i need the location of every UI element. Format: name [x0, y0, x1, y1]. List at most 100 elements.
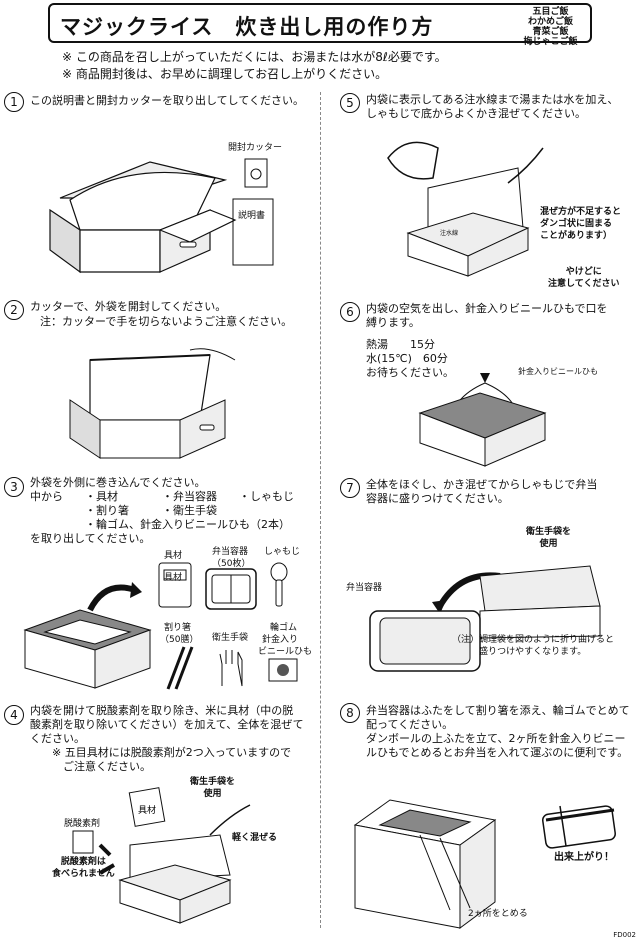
- step-8-line-2: 配ってください。: [366, 718, 454, 731]
- step-5-line-2: しゃもじで底からよくかき混ぜてください。: [366, 107, 586, 120]
- variant-list: 五目ご飯 わかめご飯 青菜ご飯 梅じゃこご飯: [512, 7, 589, 47]
- step-number-5: 5: [340, 93, 360, 113]
- chopsticks-count: （50膳）: [160, 635, 199, 645]
- step-3-line-1: 外袋を外側に巻き込んでください。: [30, 476, 206, 489]
- time-cold-water: 水(15℃) 60分: [366, 352, 448, 365]
- step-8-line-1: 弁当容器はふたをして割り箸を添え、輪ゴムでとめて: [366, 704, 630, 717]
- step-6-line-2: 縛ります。: [366, 316, 420, 329]
- rubber-icon: [268, 658, 298, 682]
- water-line-label: 注水線: [440, 230, 459, 237]
- step-8-line-3: ダンボールの上ふたを立て、2ヶ所を針金入りビニー: [366, 732, 626, 745]
- step-5-line-1: 内袋に表示してある注水線まで湯または水を加え、: [366, 93, 619, 106]
- gloves-icon: [219, 650, 243, 687]
- rubber-label: 輪ゴム: [270, 623, 298, 633]
- burn-warning: やけどに 注意してください: [548, 266, 619, 290]
- glove-note-line: 衛生手袋を: [190, 777, 236, 787]
- box-illustration-1: [49, 161, 237, 274]
- not-edible-line: 食べられません: [52, 869, 115, 879]
- cutter-label: 開封カッター: [228, 143, 283, 153]
- step-number-1: 1: [4, 92, 24, 112]
- box-illustration-3: [23, 582, 152, 689]
- ingredients-pack-label: 具材: [164, 573, 183, 583]
- box-illustration-6: [418, 373, 547, 467]
- step-7-line-2: 容器に盛りつけてください。: [366, 492, 509, 505]
- step-7-note-2: 盛りつけやすくなります。: [452, 647, 587, 657]
- spatula-label: しゃもじ: [264, 547, 301, 557]
- step-4-glove-note: 衛生手袋を 使用: [190, 776, 235, 800]
- step-number-2: 2: [4, 300, 24, 320]
- step-number-3: 3: [4, 477, 24, 497]
- wait-notice: お待ちください。: [366, 366, 454, 379]
- mixing-warning-line: 混ぜ方が不足すると: [540, 207, 622, 217]
- box-illustration-2: [69, 348, 236, 459]
- step-7-note-1: （注）調理袋を図のように折り曲げると: [452, 635, 615, 645]
- two-spots-label: 2ヵ所をとめる: [468, 909, 528, 919]
- time-hot-water: 熱湯 15分: [366, 338, 435, 351]
- not-edible-line: 脱酸素剤は: [60, 857, 106, 867]
- variant-item: 梅じゃこご飯: [523, 37, 578, 47]
- step-2-note: 注：カッターで手を切らないようご注意ください。: [40, 315, 293, 328]
- step-3-line-5: を取り出してください。: [30, 532, 151, 545]
- step-7-glove-note: 衛生手袋を 使用: [526, 526, 571, 550]
- step-1-text: この説明書と開封カッターを取り出してしてください。: [30, 94, 305, 107]
- step-4-line-1: 内袋を開けて脱酸素剤を取り除き、米に具材（中の脱: [30, 704, 294, 717]
- page-title: マジックライス 炊き出し用の作り方: [60, 15, 434, 39]
- finished-bento: [542, 805, 616, 849]
- mix-lightly-label: 軽く混ぜる: [232, 833, 278, 843]
- title-box: マジックライス 炊き出し用の作り方 五目ご飯 わかめご飯 青菜ご飯 梅じゃこご飯: [48, 3, 592, 47]
- manual-label: 説明書: [238, 211, 266, 221]
- chopsticks-icon: [166, 646, 194, 690]
- step-4-line-5: ご注意ください。: [30, 760, 151, 773]
- ingredients-pack-text: 具材: [138, 804, 156, 816]
- step-3-line-4: ・輪ゴム、針金入りビニールひも（2本）: [30, 518, 290, 531]
- step-number-8: 8: [340, 703, 360, 723]
- oxygen-absorber: [72, 830, 94, 854]
- step-number-4: 4: [4, 705, 24, 725]
- box-illustration-8: [353, 799, 497, 929]
- wire-label: 針金入り: [262, 635, 299, 645]
- box-illustration-4: 具材: [98, 787, 251, 924]
- variant-item: 五目ご飯: [532, 7, 569, 17]
- container-label-7: 弁当容器: [346, 583, 383, 593]
- step-number-7: 7: [340, 478, 360, 498]
- container-icon: [205, 568, 257, 610]
- cutter-icon: [244, 158, 268, 188]
- step-7-line-1: 全体をほぐし、かき混ぜてからしゃもじで弁当: [366, 478, 598, 491]
- ingredients-pack: [158, 562, 192, 608]
- glove-note-line: 使用: [539, 539, 558, 549]
- finished-label: 出来上がり！: [554, 852, 614, 863]
- step-3-line-3: ・割り箸 ・衛生手袋: [30, 504, 217, 517]
- ingredients-label: 具材: [164, 551, 183, 561]
- spatula-icon: [270, 562, 288, 607]
- wire-tie-label: 針金入りビニールひも: [518, 367, 598, 376]
- variant-item: 青菜ご飯: [532, 27, 569, 37]
- variant-item: わかめご飯: [527, 17, 573, 27]
- container-count: （50枚）: [212, 559, 251, 569]
- step-4-line-3: ください。: [30, 732, 85, 745]
- notice-eat-soon: ※ 商品開封後は、お早めに調理してお召し上がりください。: [62, 67, 388, 81]
- step-4-line-2: 酸素剤を取り除いてください）を加えて、全体を混ぜて: [30, 718, 304, 731]
- box-illustration-7: [369, 565, 601, 672]
- footer-code: FD002: [613, 931, 636, 939]
- step-8-line-4: ルひもでとめるとお弁当を入れて運ぶのに便利です。: [366, 746, 629, 759]
- step-3-line-2: 中から ・具材 ・弁当容器 ・しゃもじ: [30, 490, 294, 503]
- chopsticks-label: 割り箸: [164, 623, 192, 633]
- glove-note-line: 使用: [203, 789, 222, 799]
- glove-note-line: 衛生手袋を: [526, 527, 572, 537]
- manual-sheet: [232, 198, 274, 266]
- column-divider: [320, 92, 321, 928]
- mixing-warning: 混ぜ方が不足すると ダンゴ状に固まる ことがあります）: [540, 206, 621, 242]
- container-label: 弁当容器: [212, 547, 249, 557]
- burn-warning-line: 注意してください: [548, 279, 620, 289]
- step-2-text: カッターで、外袋を開封してください。: [30, 300, 227, 313]
- burn-warning-line: やけどに: [565, 267, 602, 277]
- mixing-warning-line: ダンゴ状に固まる: [540, 219, 613, 229]
- box-illustration-5: [387, 141, 544, 277]
- mixing-warning-line: ことがあります）: [540, 231, 613, 241]
- gloves-label: 衛生手袋: [212, 633, 249, 643]
- step-number-6: 6: [340, 302, 360, 322]
- notice-water: ※ この商品を召し上がっていただくには、お湯または水が8ℓ必要です。: [62, 50, 447, 64]
- wire-label-2: ビニールひも: [258, 647, 313, 657]
- oxygen-label: 脱酸素剤: [64, 819, 101, 829]
- not-edible-warning: 脱酸素剤は 食べられません: [52, 856, 115, 880]
